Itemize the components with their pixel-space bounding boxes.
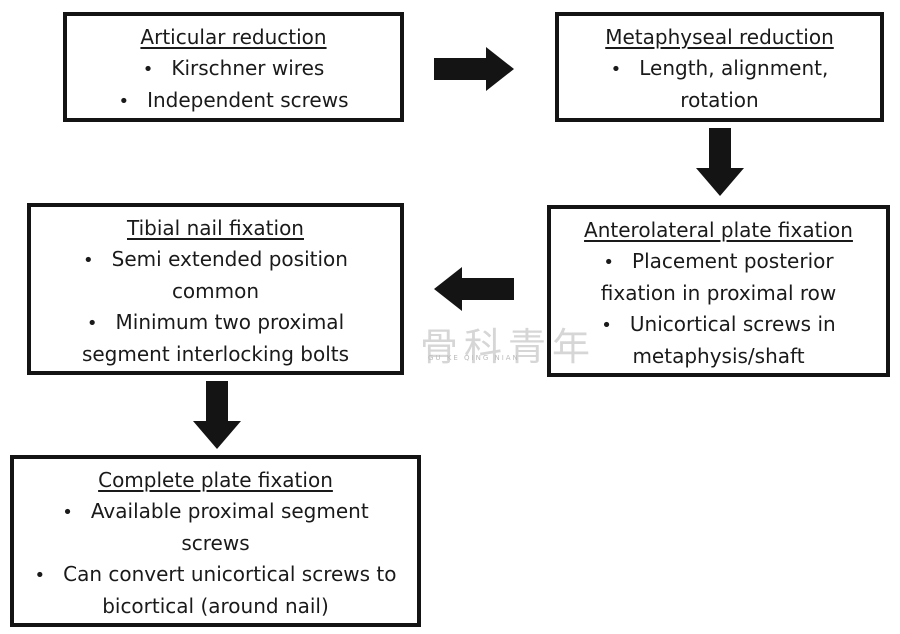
bullet-icon: • — [86, 313, 98, 334]
tibial-nail-fixation-box: Tibial nail fixation •Semi extended posi… — [27, 203, 404, 375]
arrow-right-icon — [434, 47, 514, 91]
articular-reduction-box: Articular reduction •Kirschner wires •In… — [63, 12, 404, 122]
list-item: segment interlocking bolts — [81, 342, 350, 366]
arrow-down-icon — [696, 128, 744, 196]
metaphyseal-reduction-title: Metaphyseal reduction — [605, 25, 834, 49]
bullet-icon: • — [603, 252, 615, 273]
complete-plate-fixation-box: Complete plate fixation •Available proxi… — [10, 455, 421, 627]
list-item: metaphysis/shaft — [632, 344, 805, 368]
list-item: •Kirschner wires — [67, 53, 400, 85]
watermark: 骨科青年 — [420, 325, 597, 369]
articular-reduction-title: Articular reduction — [140, 25, 327, 49]
bullet-icon: • — [142, 59, 154, 80]
bullet-icon: • — [118, 91, 130, 112]
list-item: •Placement posterior — [551, 246, 886, 278]
list-item: fixation in proximal row — [600, 281, 837, 305]
bullet-icon: • — [83, 250, 94, 271]
anterolateral-plate-fixation-box: Anterolateral plate fixation •Placement … — [547, 205, 890, 377]
list-item: screws — [181, 531, 250, 555]
arrow-left-icon — [434, 267, 514, 311]
anterolateral-plate-fixation-list: •Placement posterior fixation in proxima… — [551, 246, 886, 372]
list-item: •Semi extended position — [31, 244, 400, 276]
articular-reduction-list: •Kirschner wires •Independent screws — [67, 53, 400, 117]
list-item: •Available proximal segment — [14, 496, 417, 528]
list-item: •Independent screws — [67, 85, 400, 117]
complete-plate-fixation-list: •Available proximal segment screws •Can … — [14, 496, 417, 622]
list-item: bicortical (around nail) — [102, 594, 329, 618]
watermark-subtitle: GU KE QING NIAN — [428, 354, 520, 362]
bullet-icon: • — [62, 502, 73, 523]
tibial-nail-fixation-title: Tibial nail fixation — [127, 216, 304, 240]
list-item: •Minimum two proximal — [31, 307, 400, 339]
list-item: •Unicortical screws in — [551, 309, 886, 341]
list-item: common — [171, 279, 260, 303]
bullet-icon: • — [610, 59, 622, 80]
metaphyseal-reduction-list: •Length, alignment, rotation — [559, 53, 880, 116]
list-item: rotation — [680, 88, 759, 112]
bullet-icon: • — [601, 315, 612, 336]
metaphyseal-reduction-box: Metaphyseal reduction •Length, alignment… — [555, 12, 884, 122]
anterolateral-plate-fixation-title: Anterolateral plate fixation — [584, 218, 853, 242]
complete-plate-fixation-title: Complete plate fixation — [98, 468, 333, 492]
list-item: •Can convert unicortical screws to — [14, 559, 417, 591]
arrow-down-icon — [193, 381, 241, 449]
list-item: •Length, alignment, — [559, 53, 880, 85]
tibial-nail-fixation-list: •Semi extended position common •Minimum … — [31, 244, 400, 370]
bullet-icon: • — [34, 565, 46, 586]
